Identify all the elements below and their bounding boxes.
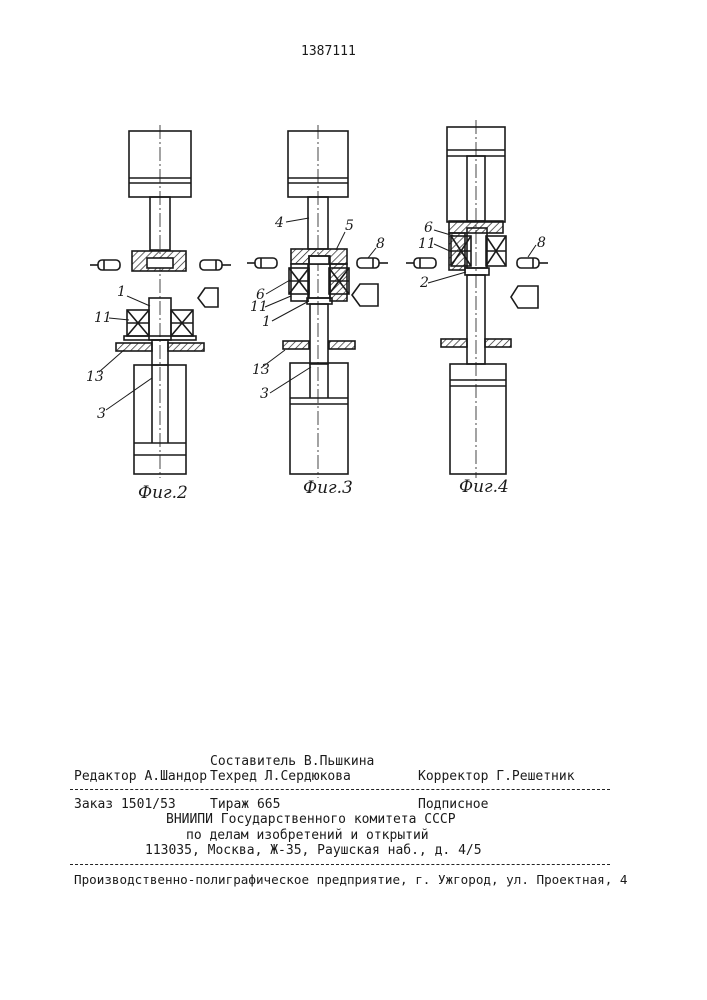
fig2-caption: Фиг.2 — [138, 483, 188, 503]
address-line: 113035, Москва, Ж-35, Раушская наб., д. … — [145, 843, 482, 858]
corrector-line: Корректор Г.Решетник — [418, 769, 575, 784]
fig3-sensor-left — [247, 258, 277, 268]
subscription-line: Подписное — [418, 797, 488, 812]
fig3-label-5: 5 — [345, 218, 354, 234]
fig4-drawing — [406, 120, 548, 478]
fig4-label-6: 6 — [424, 220, 433, 236]
fig2-label-1: 1 — [117, 284, 126, 300]
divider-2 — [70, 864, 610, 865]
fig4-label-8: 8 — [537, 235, 546, 251]
fig3-label-11: 11 — [250, 299, 268, 315]
fig2-sensor-left — [90, 260, 120, 270]
fig3-label-8: 8 — [376, 236, 385, 252]
organization-line-1: ВНИИПИ Государственного комитета СССР — [166, 812, 456, 827]
figures-drawing: 1 11 13 3 4 5 8 6 11 1 13 3 6 11 8 2 Фиг… — [0, 0, 707, 520]
fig4-sensor-right — [517, 258, 548, 268]
fig3-label-4: 4 — [274, 215, 284, 231]
print-run-line: Тираж 665 — [210, 797, 280, 812]
fig2-sensor-right — [200, 260, 231, 270]
fig3-label-13: 13 — [252, 362, 270, 378]
divider-1 — [70, 789, 610, 790]
organization-line-2: по делам изобретений и открытий — [186, 828, 429, 843]
fig3-label-3: 3 — [260, 386, 269, 402]
fig2-drawing — [90, 125, 231, 478]
fig2-label-11: 11 — [94, 310, 112, 326]
fig4-sensor-left — [406, 258, 436, 268]
fig3-label-1: 1 — [262, 314, 271, 330]
fig3-caption: Фиг.3 — [303, 478, 353, 498]
fig4-caption: Фиг.4 — [459, 477, 509, 497]
order-line: Заказ 1501/53 — [74, 797, 176, 812]
fig3-drawing — [247, 125, 388, 478]
editor-line: Редактор А.Шандор — [74, 769, 207, 784]
fig4-label-2: 2 — [419, 275, 429, 291]
fig3-sensor-right — [357, 258, 388, 268]
techred-line: Техред Л.Сердюкова — [210, 769, 351, 784]
fig2-label-13: 13 — [86, 369, 104, 385]
fig4-label-11: 11 — [418, 236, 436, 252]
compiler-line: Составитель В.Пьшкина — [210, 754, 374, 769]
fig2-label-3: 3 — [97, 406, 106, 422]
printer-line: Производственно-полиграфическое предприя… — [74, 872, 628, 887]
